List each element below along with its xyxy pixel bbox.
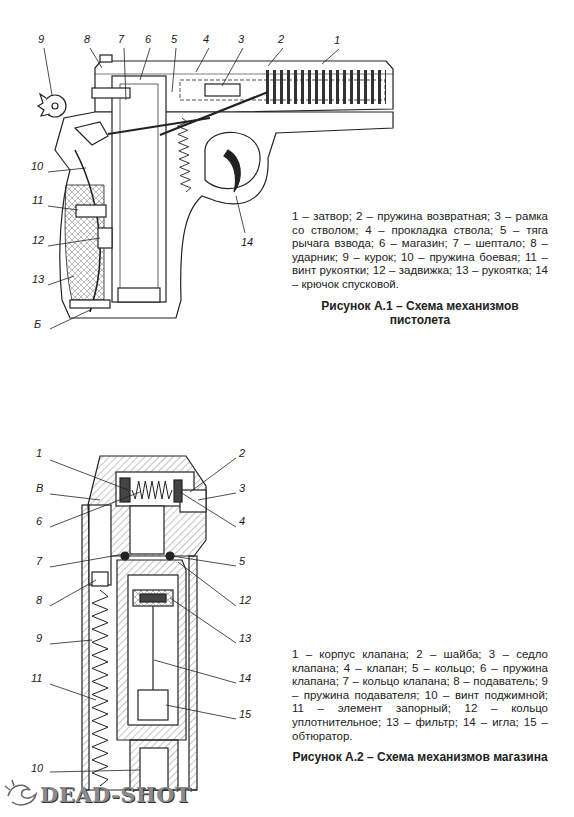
callout-number: 11: [31, 194, 44, 206]
callout-number: 14: [240, 236, 254, 248]
callout-number: 5: [170, 33, 178, 45]
magazine-drawing: [82, 456, 206, 790]
callout-number: 7: [117, 33, 125, 45]
figure-caption: Рисунок А.1 – Схема механизмов пистолета: [292, 299, 548, 327]
callout-number: 7: [35, 555, 43, 567]
callout-number: 2: [277, 33, 285, 45]
legend-text: 1 – корпус клапана; 2 – шайба; 3 – седло…: [292, 648, 548, 743]
callout-number: 3: [237, 33, 245, 45]
callout-number: 9: [37, 33, 45, 45]
callout-number: 11: [30, 672, 43, 684]
callout-number: 12: [31, 234, 45, 246]
callout-number: 6: [35, 515, 43, 527]
callout-number: 10: [30, 160, 44, 172]
callout-number: 14: [238, 672, 252, 684]
callout-number: 2: [238, 447, 246, 459]
callout-number: 10: [30, 762, 44, 774]
callout-number: В: [35, 482, 44, 494]
callout-number: 4: [202, 33, 210, 45]
callout-number: 6: [144, 33, 152, 45]
callout-number: 5: [238, 555, 246, 567]
callout-number: 1: [333, 34, 341, 46]
callout-number: Б: [33, 318, 42, 330]
callout-number: 13: [238, 632, 252, 644]
legend-text: 1 – затвор; 2 – пружина возвратная; 3 – …: [292, 210, 548, 292]
callout-number: 3: [238, 482, 246, 494]
callout-number: 8: [35, 594, 43, 606]
callout-number: 9: [35, 632, 43, 644]
leader-lines: [50, 458, 236, 772]
callout-number: 8: [83, 33, 91, 45]
callout-number: 13: [31, 273, 45, 285]
watermark: DEAD-SHOT: [40, 782, 191, 807]
callout-number: 15: [238, 708, 252, 720]
watermark-emblem: [5, 780, 36, 805]
figure-caption: Рисунок А.2 – Схема механизмов магазина: [292, 750, 548, 764]
callout-number: 4: [238, 515, 246, 527]
callout-number: 1: [35, 447, 43, 459]
callout-number: 12: [238, 594, 252, 606]
